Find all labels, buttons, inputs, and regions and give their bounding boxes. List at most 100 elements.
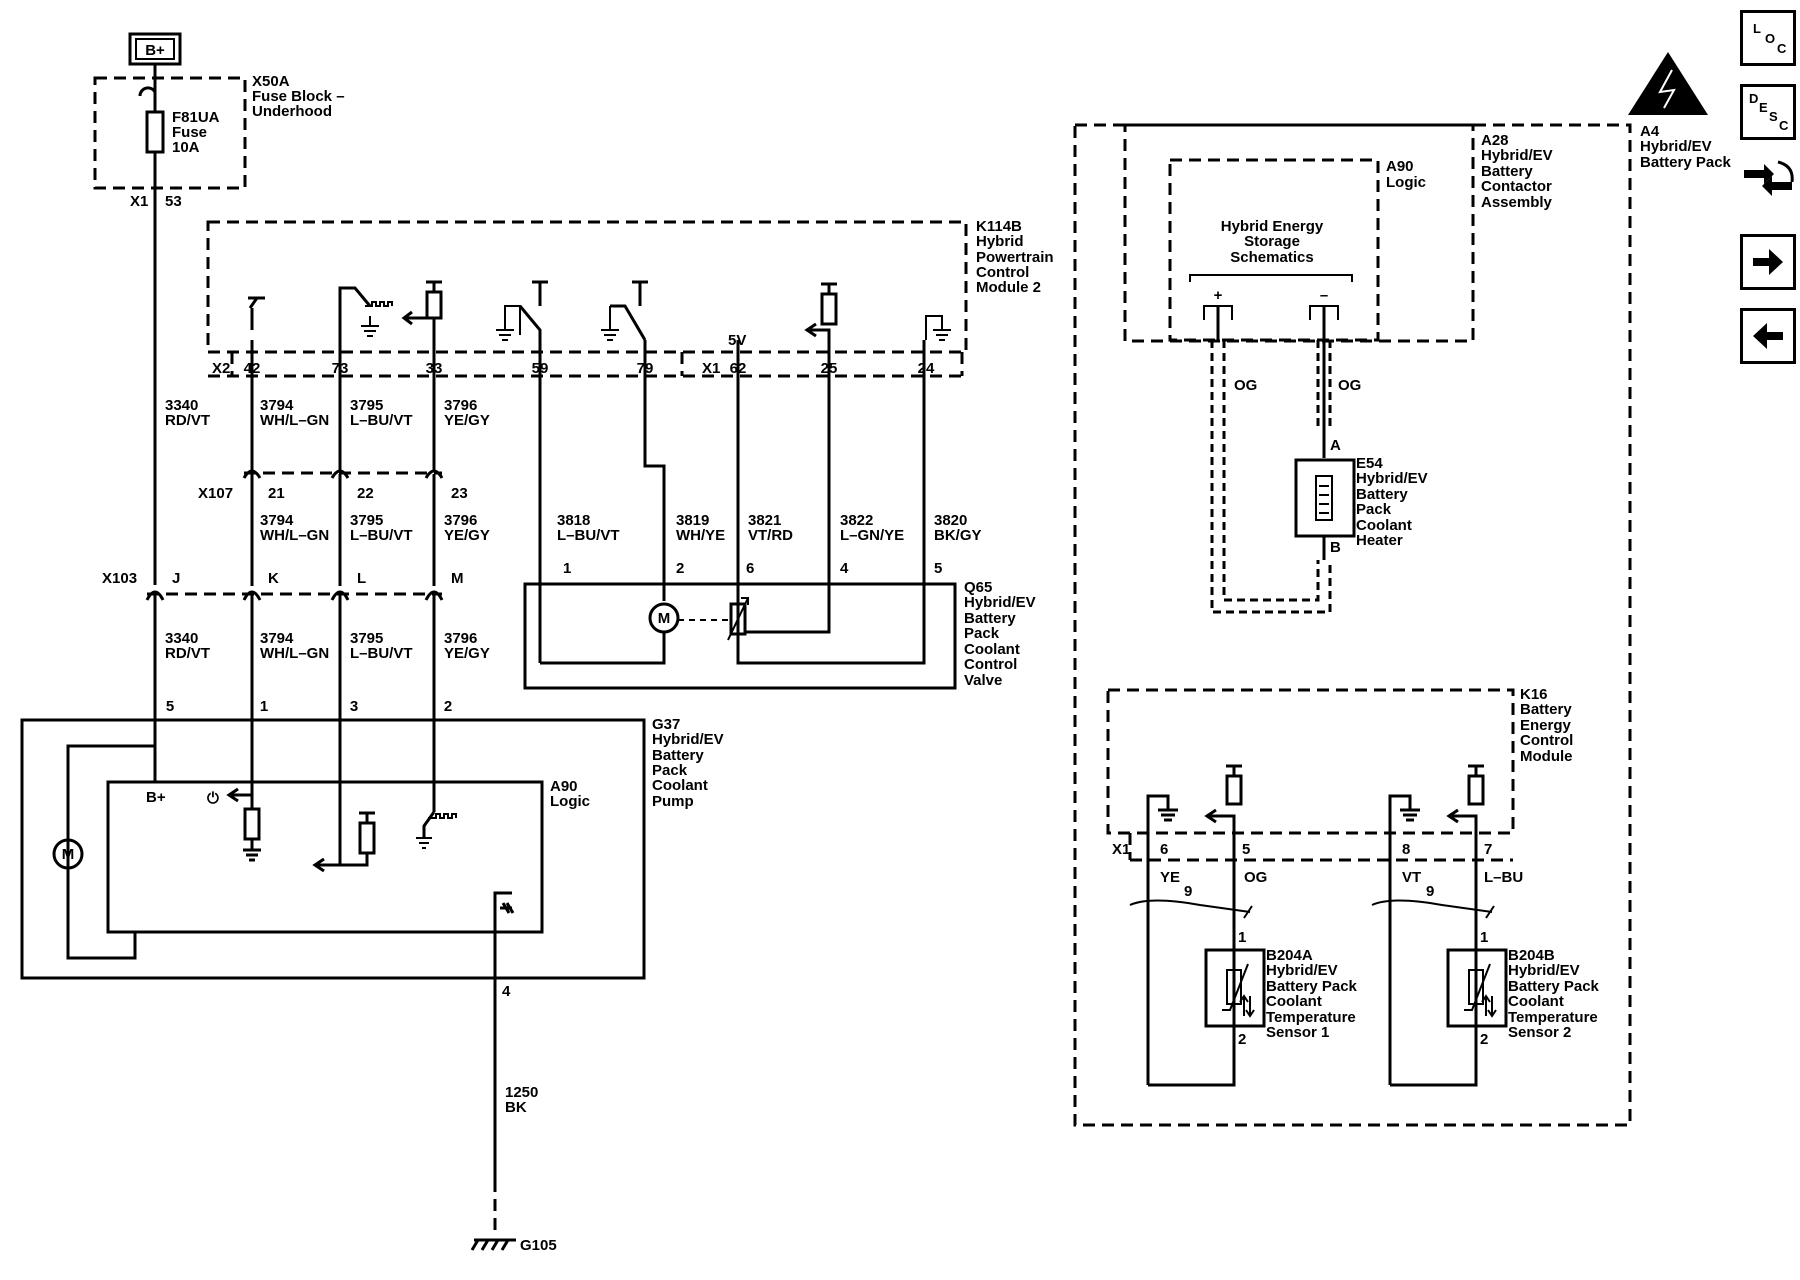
wire-3796-color-b: YE/GY <box>444 527 490 544</box>
sensor2-line-1: Hybrid/EV <box>1508 962 1580 979</box>
pump-line-3: Pack <box>652 762 688 779</box>
location-icon: L O C <box>1753 21 1787 56</box>
becm-wire-vt: VT <box>1402 869 1421 886</box>
arrow-right-icon <box>1753 249 1783 275</box>
sensor1-pin-1: 1 <box>1238 929 1246 946</box>
wire-3795-color-b: L–BU/VT <box>350 527 413 544</box>
pump-line-5: Pump <box>652 793 694 810</box>
valve-line-6: Valve <box>964 672 1002 689</box>
becm-pin-7: 7 <box>1484 841 1492 858</box>
wire-3340-circuit: 3340 <box>165 397 198 414</box>
loc-letter-c: C <box>1777 41 1787 56</box>
connector-view-icon <box>1744 160 1794 196</box>
module-k114b <box>206 220 968 354</box>
wire-3794-circuit-c: 3794 <box>260 630 294 647</box>
sensor1-id: B204A <box>1266 947 1313 964</box>
fuse-rating: 10A <box>172 139 200 156</box>
becm-id: K16 <box>1520 686 1548 703</box>
wire-3795-circuit-b: 3795 <box>350 512 383 529</box>
wire-3340-color-b: RD/VT <box>165 645 210 662</box>
wire-3820-color: BK/GY <box>934 527 982 544</box>
next-page-button[interactable] <box>1740 234 1796 290</box>
hpcm-line-2: Powertrain <box>976 249 1054 266</box>
pump-line-4: Coolant <box>652 777 708 794</box>
wire-3819-circuit: 3819 <box>676 512 709 529</box>
hess-line-3: Schematics <box>1230 249 1313 266</box>
valve-line-5: Control <box>964 656 1017 673</box>
hpcm-id: K114B <box>976 218 1022 235</box>
becm-twist-1: 9 <box>1184 883 1192 900</box>
heater-id: E54 <box>1356 455 1383 472</box>
fuse-block-id: X50A <box>252 73 290 90</box>
ground-g105-symbol <box>470 1238 516 1251</box>
hpcm-line-1: Hybrid <box>976 233 1024 250</box>
wire-3340-circuit-b: 3340 <box>165 630 198 647</box>
desc-letter-c: C <box>1779 118 1789 133</box>
previous-page-button[interactable] <box>1740 308 1796 364</box>
pump-g37 <box>20 718 646 980</box>
sensor2-line-2: Battery Pack <box>1508 978 1600 995</box>
x103-pin-l: L <box>357 570 366 587</box>
wire-3821-circuit: 3821 <box>748 512 781 529</box>
becm-line-2: Energy <box>1520 717 1572 734</box>
sensor1-line-4: Temperature <box>1266 1009 1356 1026</box>
contactor-logic-id: A90 <box>1386 158 1414 175</box>
hess-line-1: Hybrid Energy <box>1221 218 1324 235</box>
description-icon: D E S C <box>1749 91 1789 133</box>
sensor1-line-5: Sensor 1 <box>1266 1024 1329 1041</box>
pump-line-1: Hybrid/EV <box>652 731 724 748</box>
wire-3794-color-c: WH/L–GN <box>260 645 329 662</box>
bplus-label: B+ <box>145 42 165 59</box>
sensor2-line-5: Sensor 2 <box>1508 1024 1571 1041</box>
pump-motor-loop <box>52 744 157 960</box>
wire-3822-circuit: 3822 <box>840 512 873 529</box>
valve-id: Q65 <box>964 579 992 596</box>
valve-pin-4: 4 <box>840 560 849 577</box>
sensor2-pin-2: 2 <box>1480 1031 1488 1048</box>
x107-pin-22: 22 <box>357 485 374 502</box>
battery-pack-line-2: Battery Pack <box>1640 154 1732 171</box>
location-button[interactable]: L O C <box>1740 10 1796 66</box>
wire-3794-circuit-a: 3794 <box>260 397 294 414</box>
wire-3796-color-a: YE/GY <box>444 412 490 429</box>
becm-line-3: Control <box>1520 732 1573 749</box>
wire-1250-color: BK <box>505 1099 527 1116</box>
sensor2-line-3: Coolant <box>1508 993 1564 1010</box>
wire-3818-color: L–BU/VT <box>557 527 620 544</box>
thermistor-icon-2 <box>1464 963 1497 1018</box>
becm-conn-x1: X1 <box>1112 841 1130 858</box>
becm-twist-2: 9 <box>1426 883 1434 900</box>
battery-pack-id: A4 <box>1640 123 1660 140</box>
valve-pin-1: 1 <box>563 560 571 577</box>
pump-pin-5: 5 <box>166 698 174 715</box>
wire-3795-color-c: L–BU/VT <box>350 645 413 662</box>
bplus-inner-box <box>135 38 175 60</box>
wire-3796-circuit-b: 3796 <box>444 512 477 529</box>
valve-pin-5: 5 <box>934 560 942 577</box>
fuse-block-x50a <box>93 76 247 190</box>
becm-pin-6: 6 <box>1160 841 1168 858</box>
contactor-logic-a90 <box>1168 158 1380 342</box>
sensor2-line-4: Temperature <box>1508 1009 1598 1026</box>
pump-logic-name: Logic <box>550 793 590 810</box>
fuse-block-bus <box>138 80 157 112</box>
contactor-line-1: Hybrid/EV <box>1481 147 1553 164</box>
pump-line-2: Battery <box>652 747 704 764</box>
hpcm-conn-x2: X2 <box>212 360 230 377</box>
sensor2-id: B204B <box>1508 947 1555 964</box>
wire-3820-circuit: 3820 <box>934 512 967 529</box>
desc-letter-s: S <box>1769 109 1778 124</box>
fuse-id: F81UA <box>172 109 220 126</box>
becm-wire-ye: YE <box>1160 869 1180 886</box>
hess-bracket <box>1189 274 1353 282</box>
sensor1-line-1: Hybrid/EV <box>1266 962 1338 979</box>
ground-id: G105 <box>520 1237 557 1254</box>
contactor-id: A28 <box>1481 132 1509 149</box>
hpcm-line-3: Control <box>976 264 1029 281</box>
valve-line-3: Pack <box>964 625 1000 642</box>
description-button[interactable]: D E S C <box>1740 84 1796 140</box>
connector-end-view-button[interactable] <box>1740 152 1796 208</box>
sensor1-pin-2: 2 <box>1238 1031 1246 1048</box>
pump-pin-3: 3 <box>350 698 358 715</box>
